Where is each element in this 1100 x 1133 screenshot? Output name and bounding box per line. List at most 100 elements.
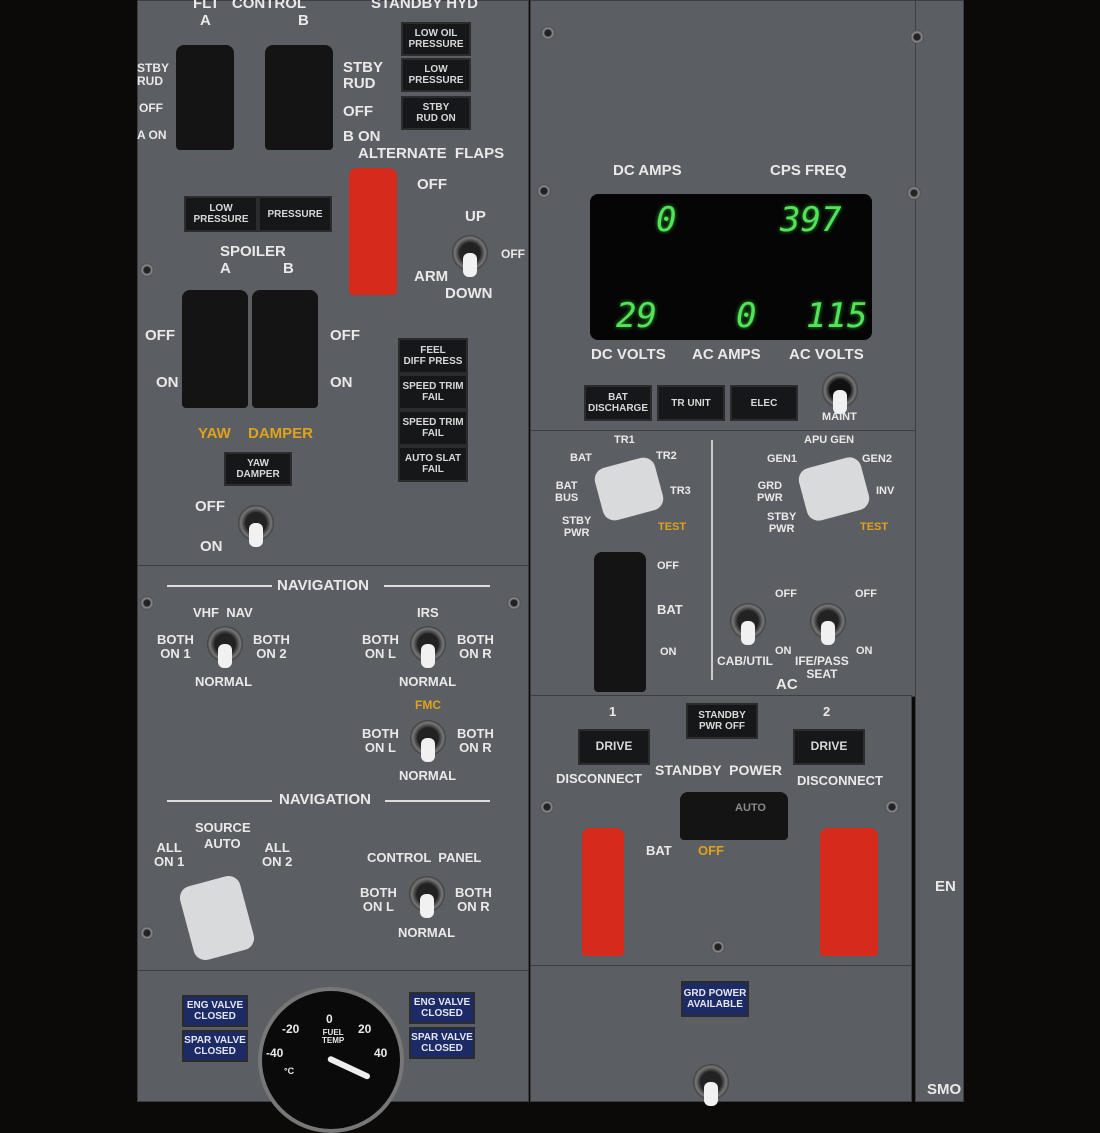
irs-label: IRS [417,605,439,620]
flt-control-title: FLT CONTROL [193,0,307,12]
spoiler-b-switch-guard[interactable] [252,290,318,408]
standby-low-pressure-light: LOW PRESSURE [401,58,471,92]
dc-sel-tr3: TR3 [670,485,691,497]
stby-rud-on-light: STBY RUD ON [401,96,471,130]
fmc-toggle[interactable] [410,720,446,762]
speed-trim-fail-light-2: SPEED TRIM FAIL [398,410,468,446]
stby-rud-left: STBY RUD [137,61,170,88]
right-edge-smo: SMO [927,1081,962,1098]
dc-volts-value: 29 [616,296,657,336]
bat-off: OFF [657,560,679,572]
meter-display: 0 397 29 0 115 [590,194,872,340]
dc-volts-label: DC VOLTS [591,346,666,363]
grd-power-available-light: GRD POWER AVAILABLE [681,981,749,1017]
tr-unit-light: TR UNIT [657,385,725,421]
control-panel-toggle[interactable] [409,876,445,918]
ife-pass-on: ON [856,645,873,657]
flt-control-a-switch-guard[interactable] [176,45,234,150]
source-all-on-2: ALL ON 2 [262,840,293,869]
navigation-title-1: NAVIGATION [277,577,369,594]
screw [507,596,521,610]
vhf-nav-toggle[interactable] [207,626,243,668]
screw [537,184,551,198]
standby-power-auto: AUTO [735,802,766,814]
low-pressure-b-light: PRESSURE [258,196,332,232]
ac-amps-label: AC AMPS [692,346,761,363]
maint-label: MAINT [822,411,857,423]
irs-both-on-l: BOTH ON L [362,632,399,661]
ac-sel-grd-pwr: GRD PWR [757,480,783,504]
nav1-divider-left [167,585,272,587]
gauge-tick-m40: -40 [266,1046,284,1060]
alt-flaps-down: DOWN [445,285,493,302]
speed-trim-fail-light-1: SPEED TRIM FAIL [398,374,468,410]
cab-util-toggle[interactable] [730,603,766,645]
ife-pass-seat-toggle[interactable] [810,603,846,645]
cps-freq-value: 397 [780,200,842,240]
ac-sel-test: TEST [860,521,889,533]
gauge-tick-m20: -20 [282,1022,300,1036]
ac-sel-inv: INV [876,485,895,497]
flt-control-b-switch-guard[interactable] [265,45,333,150]
irs-both-on-r: BOTH ON R [457,632,494,661]
nav1-divider-right [384,585,490,587]
screw [541,26,555,40]
yaw-damper-toggle[interactable] [238,505,274,547]
spoiler-off-right: OFF [330,327,360,344]
standby-pwr-off-light: STANDBY PWR OFF [686,703,758,739]
gauge-label: FUEL TEMP [322,1028,345,1046]
damper-label: DAMPER [248,425,314,442]
spoiler-title: SPOILER [220,243,286,260]
ife-pass-seat-label: IFE/PASS SEAT [795,654,849,681]
disconnect-2-label: DISCONNECT [797,773,883,788]
feel-diff-press-light: FEEL DIFF PRESS [398,338,468,374]
irs-normal: NORMAL [399,674,457,689]
standby-power-switch-guard[interactable] [680,792,788,840]
alt-flaps-up: UP [465,208,486,225]
vhf-both-on-1: BOTH ON 1 [157,632,194,661]
disconnect-1-label: DISCONNECT [556,771,642,786]
cab-util-off: OFF [775,588,797,600]
low-pressure-a-light: LOW PRESSURE [184,196,258,232]
bat-discharge-light: BAT DISCHARGE [584,385,652,421]
battery-switch-guard[interactable] [594,552,646,692]
screw [885,800,899,814]
eng-valve-closed-light-r: ENG VALVE CLOSED [409,992,475,1024]
ac-title: AC [776,676,798,693]
drive-1-disconnect-guard[interactable] [582,828,624,956]
alternate-flaps-toggle[interactable] [452,235,488,277]
gauge-tick-20: 20 [358,1022,372,1036]
fmc-label: FMC [415,698,441,712]
cab-util-label: CAB/UTIL [717,654,773,668]
source-all-on-1: ALL ON 1 [154,840,185,869]
spoiler-a-switch-guard[interactable] [182,290,248,408]
source-auto: AUTO [204,836,241,851]
irs-toggle[interactable] [410,626,446,668]
right-edge-en: EN [935,878,956,895]
screw [540,800,554,814]
navigation-title-2: NAVIGATION [279,791,371,808]
ife-pass-off: OFF [855,588,877,600]
dc-sel-bat: BAT [570,452,592,464]
bat-on: ON [660,646,677,658]
fuel-temp-gauge: -40 -20 0 20 40 FUEL TEMP °C [258,987,404,1133]
vhf-nav-label: VHF NAV [193,605,253,620]
source-label: SOURCE [195,820,251,835]
dc-sel-tr1: TR1 [614,434,635,446]
auto-slat-fail-light: AUTO SLAT FAIL [398,446,468,482]
drive-1-light: DRIVE [578,729,650,765]
ac-sel-gen2: GEN2 [862,453,892,465]
maint-button[interactable] [822,372,858,414]
screw [711,940,725,954]
alternate-flaps-arm-guard[interactable] [349,168,397,295]
cps-freq-label: CPS FREQ [770,162,847,179]
drive-1-number: 1 [609,704,617,719]
yaw-damper-on: ON [200,538,223,555]
spar-valve-closed-light-r: SPAR VALVE CLOSED [409,1027,475,1059]
gauge-needle [326,1055,371,1081]
standby-power-off: OFF [698,843,724,858]
a-on: A ON [137,128,167,142]
drive-2-disconnect-guard[interactable] [820,828,878,956]
standby-power-bat: BAT [646,843,672,858]
ground-power-toggle[interactable] [693,1064,729,1106]
